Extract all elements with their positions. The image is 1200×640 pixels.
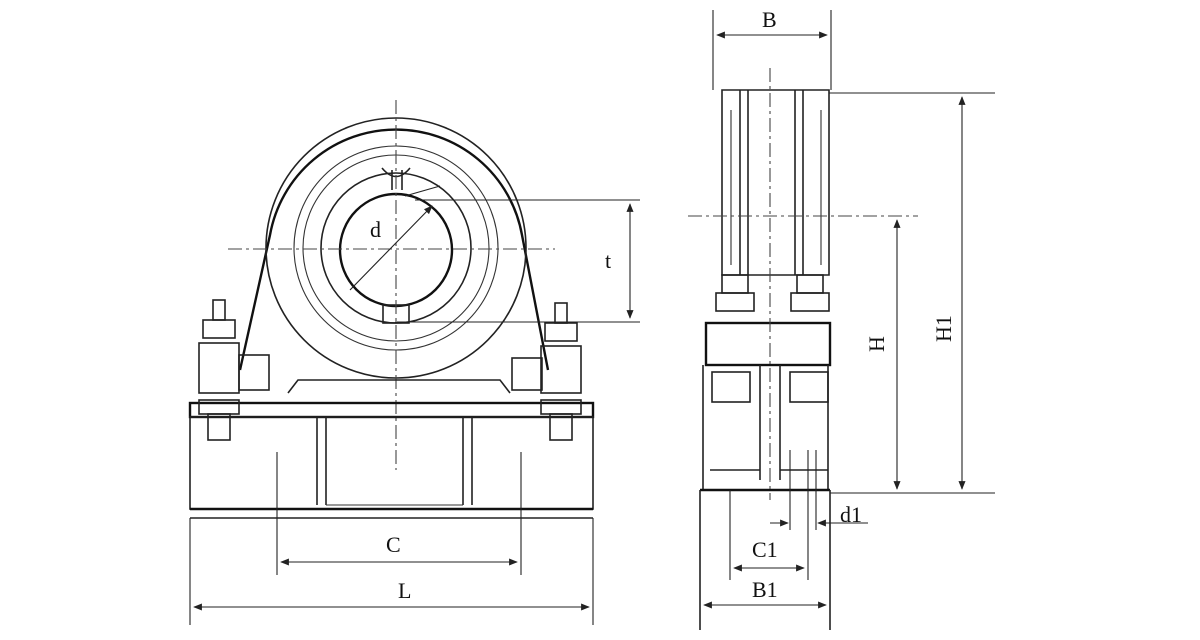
d-leader [349,205,433,291]
label-b1: B1 [752,577,778,602]
label-h1: H1 [931,315,956,342]
side-housing-outline [721,89,830,276]
side-lower-bolt-right [789,371,829,403]
side-nut-left [715,292,755,312]
label-h: H [864,336,889,352]
label-t: t [605,248,611,273]
label-d: d [370,217,381,242]
side-lower-bolt-left [711,371,751,403]
front-view: d t C L [188,100,640,625]
side-nut-right [790,292,830,312]
side-lower-body [702,365,829,491]
side-bolt-right-upper [796,274,824,294]
lube-leader [404,185,441,197]
side-view: B H H1 C1 B1 d1 [688,7,995,630]
label-c: C [386,532,401,557]
right-bolt [511,302,582,441]
side-block [704,321,832,367]
side-bolt-left-upper [721,274,749,294]
base-body [189,416,594,510]
label-b: B [762,7,777,32]
housing-outline [238,128,550,371]
label-c1: C1 [752,537,778,562]
label-l: L [398,578,411,603]
base-top-plate [188,401,595,419]
left-bolt [198,299,270,441]
foot-top [287,379,511,394]
label-d1: d1 [840,502,862,527]
